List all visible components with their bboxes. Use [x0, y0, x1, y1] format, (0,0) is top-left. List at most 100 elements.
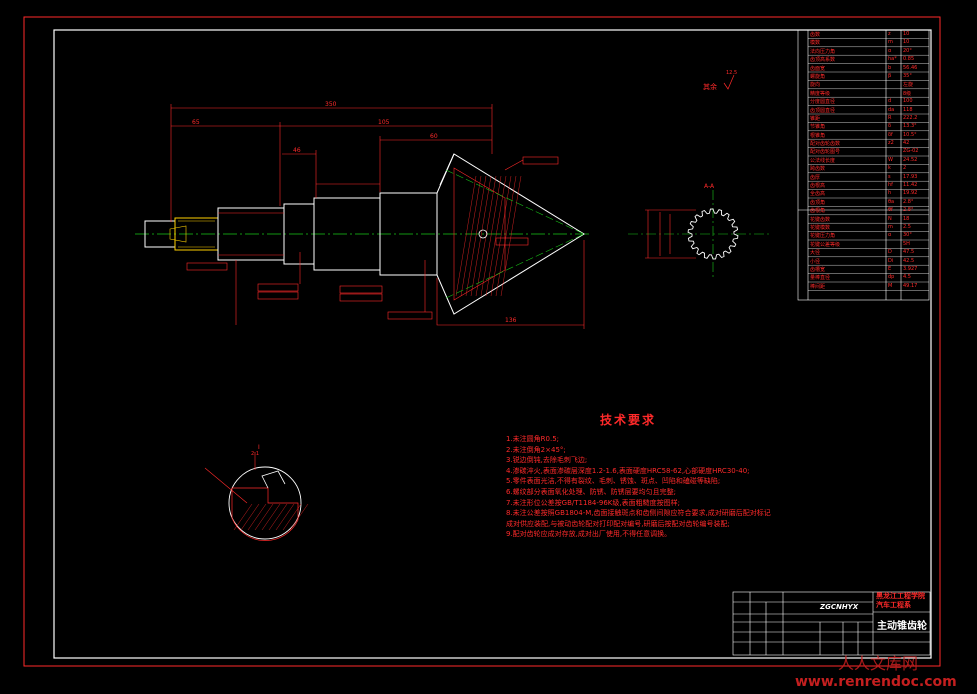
- parameter-value: 24.52: [903, 156, 918, 163]
- parameter-name: 齿数: [810, 32, 821, 38]
- parameter-name: 量棒直径: [810, 275, 831, 282]
- parameter-row: 花键压力角 α 30°: [798, 231, 929, 239]
- parameter-value: 30°: [903, 232, 912, 239]
- roughness-note: 其余: [703, 82, 717, 91]
- school-name: 黑龙江工程学院汽车工程系: [876, 592, 925, 609]
- parameter-symbol: α: [888, 232, 892, 239]
- parameter-name: 花键公差等级: [810, 241, 841, 248]
- roughness-value: 12.5: [726, 70, 737, 76]
- parameter-name: 大径: [810, 250, 821, 257]
- parameter-name: 法向压力角: [810, 48, 836, 55]
- parameter-symbol: m: [888, 223, 893, 230]
- spline-profile: [687, 208, 739, 260]
- parameter-value: 2.8°: [903, 198, 914, 205]
- parameter-name: 花键模数: [810, 224, 831, 231]
- parameter-row: 花键模数 m 2.5: [798, 223, 929, 231]
- parameter-name: 齿顶角: [810, 199, 826, 206]
- parameter-symbol: k: [888, 165, 891, 172]
- watermark-cn: 人人文库网: [838, 654, 919, 673]
- parameter-symbol: α: [888, 47, 892, 54]
- tech-requirement-item: 7.未注形位公差按GB/T1184-96K级,表面粗糙度按图样;: [506, 498, 680, 507]
- detail-view: [204, 452, 309, 541]
- parameter-row: 齿数 z 10: [798, 30, 929, 38]
- parameter-symbol: z: [888, 31, 891, 37]
- dim-cone-length: 136: [505, 317, 517, 324]
- parameter-name: 齿厚: [810, 174, 821, 181]
- dim-seg2: 105: [378, 119, 390, 126]
- parameter-symbol: b: [888, 64, 892, 71]
- tech-requirement-item: 5.零件表面光洁,不得有裂纹、毛刺、锈蚀、斑点、凹陷和磕碰等缺陷;: [506, 477, 721, 486]
- parameter-symbol: δf: [888, 131, 893, 138]
- thread-hatch: [169, 220, 215, 248]
- parameter-name: 小径: [810, 258, 821, 265]
- parameter-name: 配对齿轮齿数: [810, 141, 841, 148]
- parameter-value: 18: [903, 215, 910, 222]
- drawing-code: ZGCNHYX: [820, 603, 859, 611]
- center-hole: [478, 229, 488, 239]
- parameter-symbol: hf: [888, 182, 893, 189]
- parameter-value: 42.5: [903, 257, 915, 264]
- parameter-symbol: M: [888, 282, 893, 289]
- parameter-table-rows: [808, 38, 929, 291]
- parameter-name: 模数: [810, 40, 821, 47]
- parameter-symbol: W: [888, 156, 893, 163]
- roughness-symbol: [723, 74, 735, 90]
- parameter-value: 2.5: [903, 223, 911, 230]
- parameter-symbol: d: [888, 98, 892, 105]
- watermark-url[interactable]: www.renrendoc.com: [795, 674, 957, 690]
- parameter-name: 齿根高: [810, 183, 826, 190]
- parameter-name: 锥距: [810, 115, 821, 122]
- parameter-value: 5H: [903, 240, 910, 247]
- bevel-gear-head: [436, 153, 585, 315]
- parameter-value: ZG-02: [903, 148, 919, 155]
- parameter-name: 分度圆直径: [810, 99, 836, 106]
- tech-requirement-item: 8.未注公差按照GB1804-M,齿面接触斑点和齿侧间隙应符合要求,成对研磨后配…: [506, 509, 771, 518]
- tech-requirements-list: 1.未注圆角R0.5;2.未注倒角2×45°;3.锐边倒钝,去除毛刺飞边;4.渗…: [506, 434, 826, 540]
- shaft-outline: [144, 192, 438, 276]
- parameter-name: 节锥角: [810, 124, 826, 131]
- inner-border: [53, 29, 932, 659]
- parameter-row: 齿厚 s 17.93: [798, 173, 929, 181]
- parameter-name: 根锥角: [810, 132, 826, 139]
- dim-overall-length: 350: [325, 101, 337, 108]
- tolerance-frames: [186, 156, 559, 325]
- parameter-value: 2: [903, 165, 907, 172]
- parameter-symbol: z2: [888, 140, 894, 147]
- parameter-symbol: s: [888, 173, 891, 180]
- parameter-value: 42: [903, 140, 910, 147]
- parameter-name: 花键压力角: [810, 233, 836, 240]
- parameter-symbol: D: [888, 249, 892, 256]
- tech-requirement-item: 成对供应装配,与被动齿轮配对打印配对编号,研磨后按配对齿轮编号装配;: [506, 519, 730, 528]
- parameter-value: 2.8°: [903, 207, 914, 214]
- pitch-cone-lines: [445, 169, 585, 299]
- parameter-value: 17.93: [903, 173, 918, 180]
- parameter-symbol: dp: [888, 274, 895, 281]
- parameter-name: 齿顶圆直径: [810, 107, 836, 114]
- parameter-name: 全齿高: [810, 191, 826, 198]
- parameter-symbol: β: [888, 72, 892, 79]
- parameter-table-frame: [797, 29, 930, 301]
- tech-requirement-item: 2.未注倒角2×45°;: [506, 445, 566, 454]
- parameter-name: 齿顶高系数: [810, 57, 836, 64]
- dimension-text: 350 65 105 46 60 136: [192, 101, 517, 324]
- spline-lines: [218, 212, 284, 256]
- parameter-row: 配对齿轮齿数 z2 42: [798, 139, 929, 147]
- parameter-symbol: R: [888, 114, 892, 121]
- drawing-title: 主动锥齿轮: [877, 621, 927, 632]
- parameter-value: 10: [903, 31, 910, 37]
